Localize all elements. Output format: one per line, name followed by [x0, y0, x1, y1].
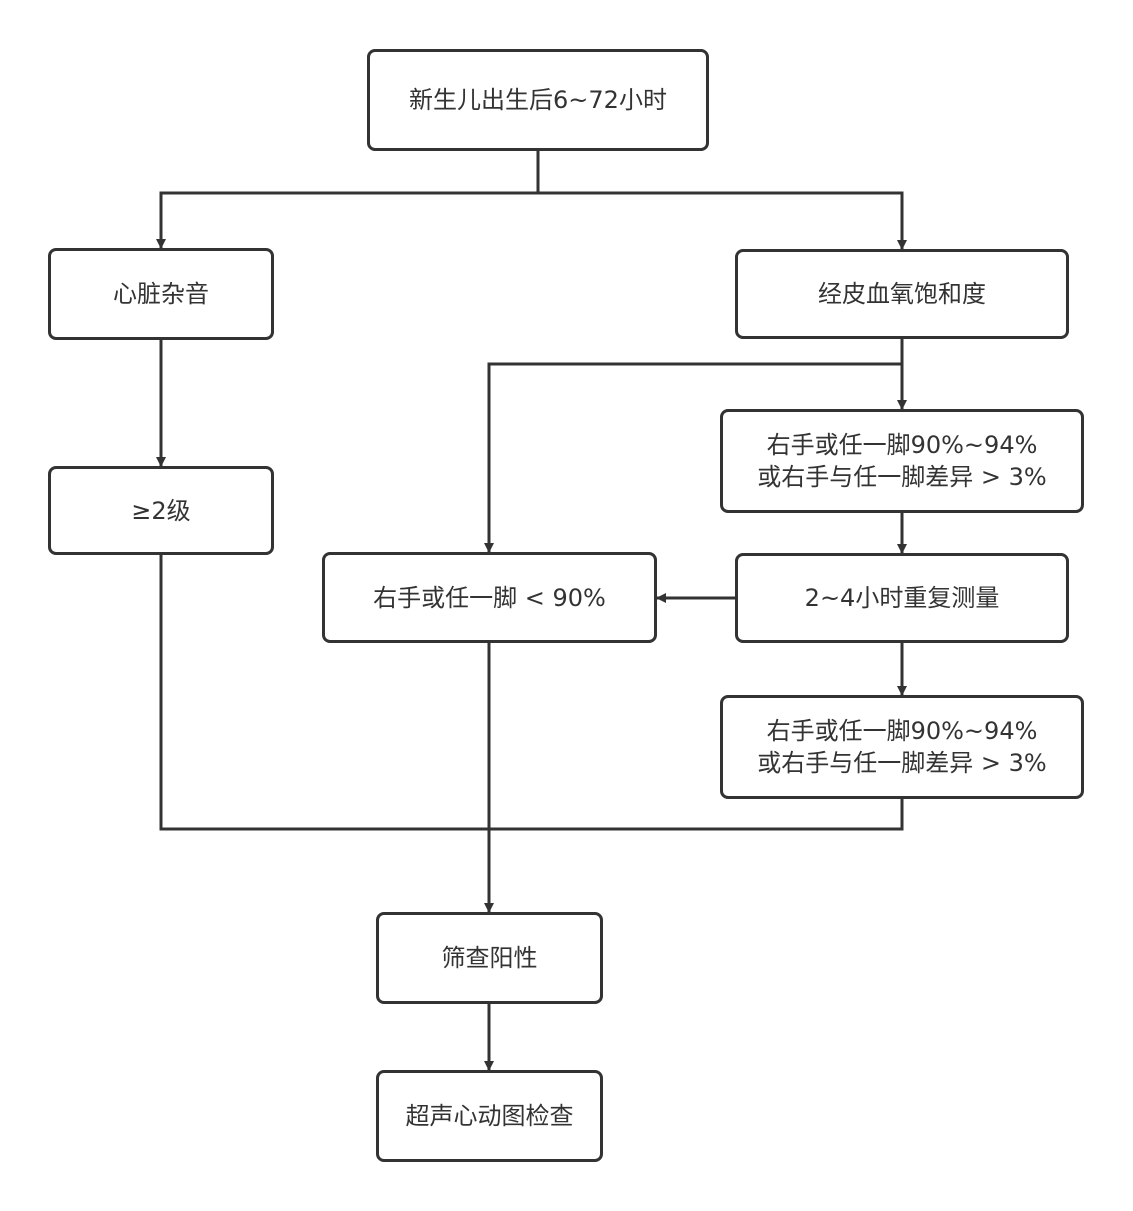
- arrow-start-to-spo2: [538, 191, 907, 250]
- node-low: 右手或任一脚 < 90%: [322, 552, 657, 643]
- node-grade-label: ≥2级: [131, 496, 191, 525]
- node-positive: 筛查阳性: [376, 912, 603, 1004]
- node-start: 新生儿出生后6~72小时: [367, 49, 709, 151]
- node-borderline-first-line2: 或右手与任一脚差异 > 3%: [757, 463, 1047, 491]
- arrow-spo2-to-low: [484, 362, 902, 553]
- node-murmur: 心脏杂音: [48, 248, 274, 340]
- node-echo: 超声心动图检查: [376, 1070, 603, 1162]
- node-borderline-second: 右手或任一脚90%~94% 或右手与任一脚差异 > 3%: [720, 695, 1084, 799]
- node-low-label: 右手或任一脚 < 90%: [373, 583, 606, 612]
- node-repeat-label: 2~4小时重复测量: [804, 584, 1000, 612]
- node-grade: ≥2级: [48, 466, 274, 555]
- arrow-start-to-murmur: [156, 191, 538, 249]
- node-spo2-label: 经皮血氧饱和度: [818, 280, 986, 308]
- node-spo2: 经皮血氧饱和度: [735, 249, 1069, 339]
- node-echo-label: 超声心动图检查: [405, 1102, 574, 1130]
- node-murmur-label: 心脏杂音: [113, 280, 209, 308]
- connector-grade-to-positive: [159, 554, 489, 831]
- node-borderline-first: 右手或任一脚90%~94% 或右手与任一脚差异 > 3%: [720, 409, 1084, 513]
- connector-borderline2-to-positive: [489, 798, 904, 831]
- node-positive-label: 筛查阳性: [441, 944, 538, 972]
- node-repeat: 2~4小时重复测量: [735, 553, 1069, 643]
- node-borderline-first-line1: 右手或任一脚90%~94%: [766, 431, 1038, 459]
- node-start-label: 新生儿出生后6~72小时: [409, 86, 667, 114]
- node-borderline-second-line2: 或右手与任一脚差异 > 3%: [757, 749, 1047, 777]
- node-borderline-second-line1: 右手或任一脚90%~94%: [766, 717, 1038, 745]
